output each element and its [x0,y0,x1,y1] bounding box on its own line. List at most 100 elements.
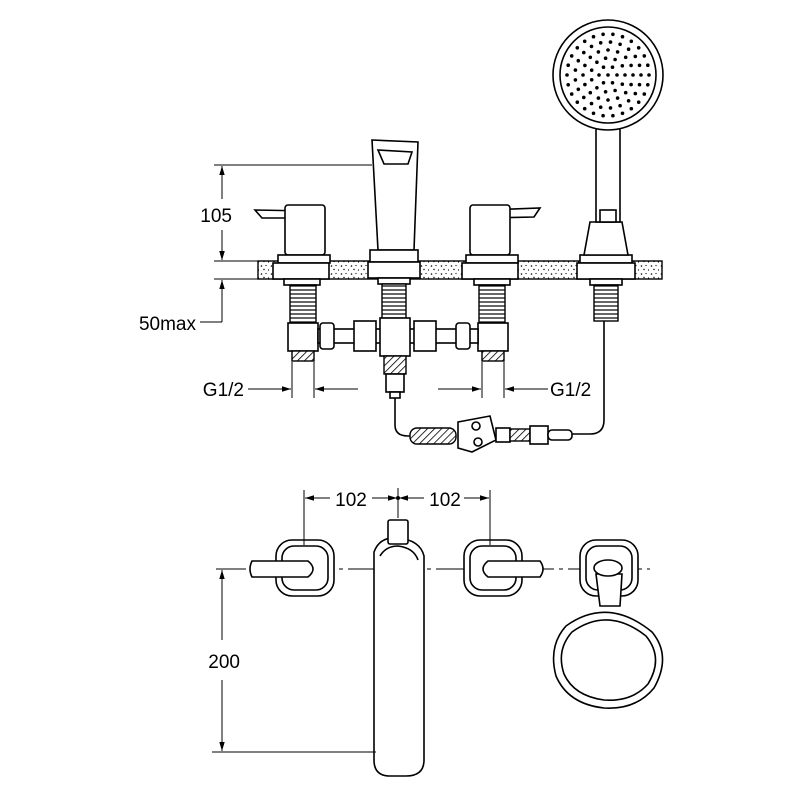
nozzle-dot [626,99,631,103]
nozzle-dot [611,32,615,37]
nozzle-dot [615,50,620,54]
nozzle-dot [598,105,603,109]
shower-handset [552,19,664,322]
nozzle-dot [569,54,574,58]
nozzle-dot [573,68,578,72]
nozzle-dot [576,58,581,63]
nozzle-dot [596,96,601,100]
nozzle-dot [569,92,574,96]
nozzle-dot [637,82,642,87]
nozzle-dot [629,106,634,111]
nozzle-dot [618,42,622,47]
nozzle-dot [565,73,569,77]
nozzle-dot [595,60,599,64]
nozzle-dot [582,95,586,100]
nozzle-dot [589,101,594,106]
nozzle-dot [606,73,610,77]
dim-depth: 200 [208,570,376,753]
nozzle-dot [633,54,638,59]
nozzle-dot [566,83,570,87]
dim-height-label: 105 [200,206,232,227]
nozzle-dot [620,34,625,39]
nozzle-dot [610,81,615,85]
nozzle-dot [618,103,622,108]
nozzle-dot [598,41,603,45]
nozzle-dot [597,73,601,77]
dim-thread-right: G1/2 [438,362,591,401]
nozzle-dot [595,86,599,90]
dim-spacing-left-label: 102 [335,490,367,511]
cross-connector [317,317,479,399]
nozzle-dot [613,57,617,62]
nozzle-dot [636,100,641,104]
nozzle-dot [636,46,641,50]
front-elevation: 105 50max G1/2 G1/2 [139,19,664,453]
nozzle-dot [591,111,596,116]
spout [367,139,421,321]
deck-surface [257,260,663,280]
dim-thread-left-label: G1/2 [203,380,244,401]
nozzle-dot [582,106,587,111]
nozzle-dot [576,87,581,92]
nozzle-dot [615,96,620,100]
nozzle-dot [613,88,617,93]
nozzle-dot [573,78,578,82]
shower-hose [394,321,605,453]
nozzle-dot [611,113,615,118]
nozzle-dot [646,83,650,87]
nozzle-dot [589,44,594,49]
nozzle-dot [629,63,633,68]
dim-deck: 50max [139,240,258,335]
nozzle-dot [583,82,587,87]
nozzle-dot [629,82,633,87]
nozzle-dot [631,73,635,77]
right-handle-plan [463,539,544,597]
nozzle-dot [601,81,606,85]
nozzle-dot [626,47,631,51]
nozzle-dot [575,100,580,104]
nozzle-dot [582,39,587,44]
nozzle-dot [601,65,606,69]
nozzle-dot [610,65,615,69]
nozzle-dot [588,55,593,60]
nozzle-dot [582,50,586,55]
nozzle-dot [639,73,643,77]
nozzle-dot [629,39,634,44]
nozzle-dot [620,64,625,68]
nozzle-dot [601,113,605,118]
nozzle-dot [583,63,587,68]
nozzle-dot [615,73,619,77]
shower-nozzles [565,32,651,118]
nozzle-dot [646,63,650,67]
nozzle-dot [603,56,608,60]
nozzle-dot [589,68,594,72]
nozzle-dot [647,73,651,77]
nozzle-dot [642,92,647,96]
nozzle-dot [588,90,593,95]
nozzle-dot [623,73,627,77]
nozzle-dot [608,40,613,44]
dim-spacing-right-label: 102 [429,490,461,511]
plan-view: 102 102 200 [208,488,664,777]
nozzle-dot [642,54,647,58]
nozzle-dot [623,90,628,95]
nozzle-dot [566,63,570,67]
nozzle-dot [591,34,596,39]
nozzle-dot [606,98,610,102]
nozzle-dot [601,32,605,37]
dim-thread-left: G1/2 [203,362,358,401]
nozzle-dot [623,55,628,60]
nozzle-dot [589,78,594,82]
dim-thread-right-label: G1/2 [550,380,591,401]
nozzle-dot [575,46,580,50]
nozzle-dot [603,90,608,94]
shower-plan [552,539,664,709]
nozzle-dot [637,63,642,68]
nozzle-dot [620,111,625,116]
nozzle-dot [608,106,613,110]
dim-spacing: 102 102 [303,490,491,545]
dim-height: 105 [200,164,372,262]
dim-deck-label: 50max [139,314,197,335]
nozzle-dot [596,50,601,54]
